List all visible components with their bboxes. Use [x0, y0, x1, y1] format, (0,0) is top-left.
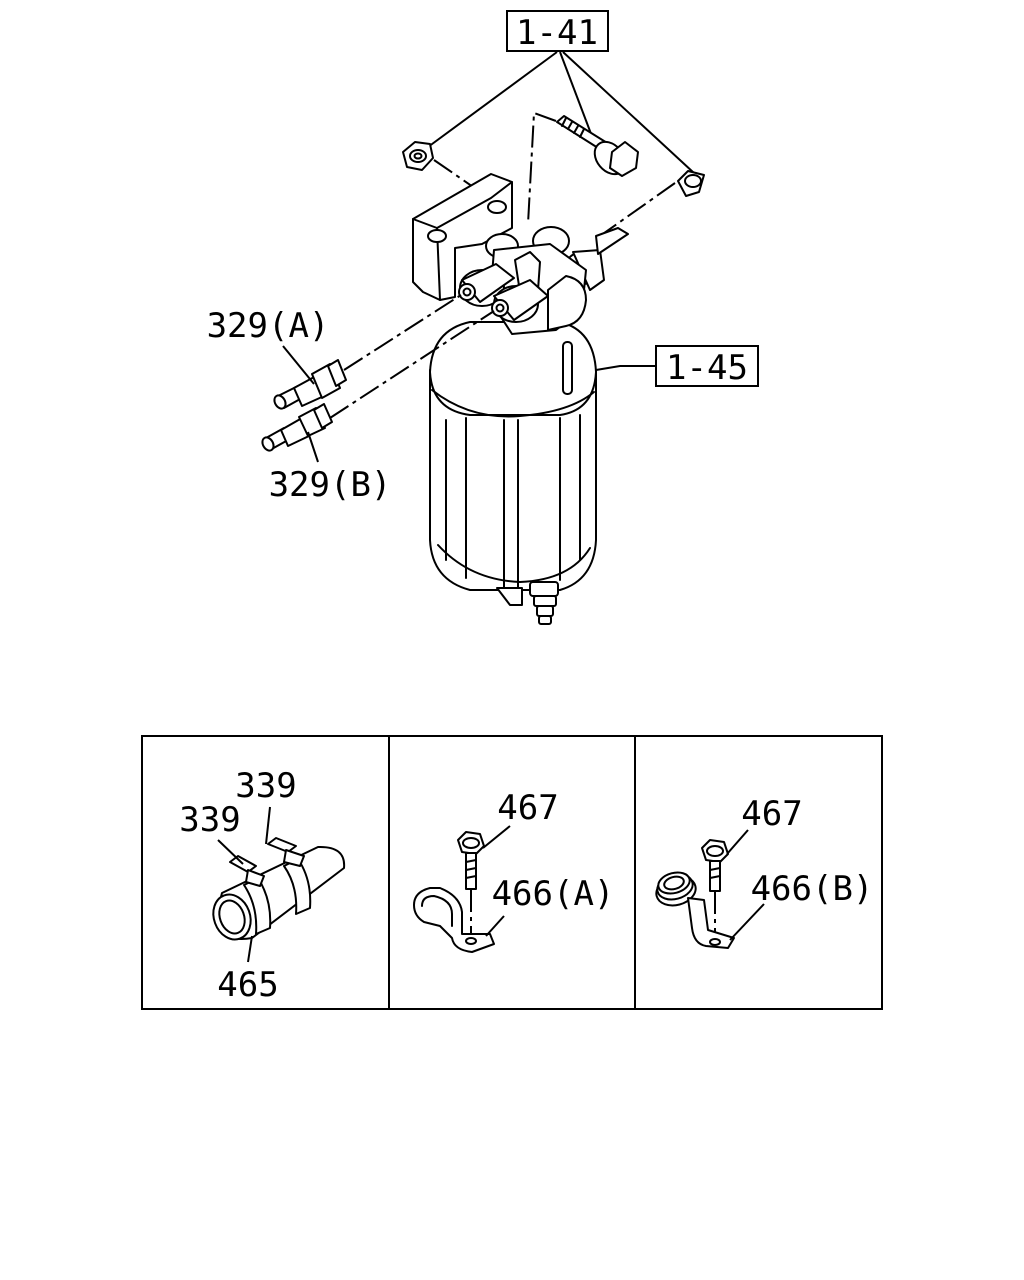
bolt-467-right	[701, 839, 729, 892]
centerline-bolt	[527, 111, 557, 225]
leader-339-right	[265, 806, 271, 845]
leader-466b	[729, 903, 765, 941]
fitting-329a	[273, 359, 347, 410]
label-467-middle: 467	[497, 788, 558, 828]
label-box-1-41	[506, 10, 609, 52]
bracket-466a	[413, 887, 495, 953]
fitting-329b	[261, 403, 333, 452]
label-339-right: 339	[235, 766, 296, 806]
bolt-467-middle	[457, 831, 485, 890]
centerline-329b	[329, 310, 495, 419]
label-1-41: 1-41	[516, 13, 598, 53]
flange-bolt	[556, 115, 639, 177]
label-329b: 329(B)	[269, 465, 392, 505]
panel-hose	[212, 837, 346, 941]
detail-panels: 339 339 465 467 466(A)	[141, 735, 883, 1010]
conical-washer	[677, 170, 705, 197]
hose-clip-right	[283, 858, 312, 915]
leader-1-41-nut	[427, 51, 558, 148]
label-329a: 329(A)	[207, 306, 330, 346]
leader-1-45	[595, 365, 656, 371]
leader-466a	[485, 915, 505, 937]
label-467-right: 467	[741, 794, 802, 834]
centerline-nut	[433, 159, 496, 203]
filter-head	[458, 226, 629, 335]
panel-bracket-b	[655, 839, 735, 949]
mounting-nut	[402, 141, 434, 171]
panel-bracket-a	[413, 831, 495, 953]
detail-frame	[141, 735, 883, 1010]
hose-clip-left	[243, 877, 272, 935]
leader-329b	[307, 431, 319, 463]
leader-465	[247, 935, 253, 963]
label-465: 465	[217, 965, 278, 1005]
leader-1-41-washer	[562, 51, 695, 174]
leader-329a	[282, 345, 315, 385]
mounting-bracket	[412, 173, 513, 301]
leader-1-41-bolt	[559, 51, 594, 140]
leader-467-middle	[482, 825, 511, 849]
vent-tube	[562, 341, 573, 395]
leader-467-right	[726, 829, 749, 855]
centerline-329a	[343, 294, 462, 371]
filter-bowl	[429, 321, 597, 625]
label-339-left: 339	[179, 800, 240, 840]
drain-nipple	[529, 581, 559, 625]
bracket-466b	[687, 897, 735, 949]
label-466a: 466(A)	[492, 874, 615, 914]
label-466b: 466(B)	[751, 869, 874, 909]
main-assembly: 1-41	[207, 10, 759, 625]
centerline-washer	[599, 182, 676, 237]
leader-339-left	[217, 839, 244, 865]
label-1-45: 1-45	[666, 348, 748, 388]
